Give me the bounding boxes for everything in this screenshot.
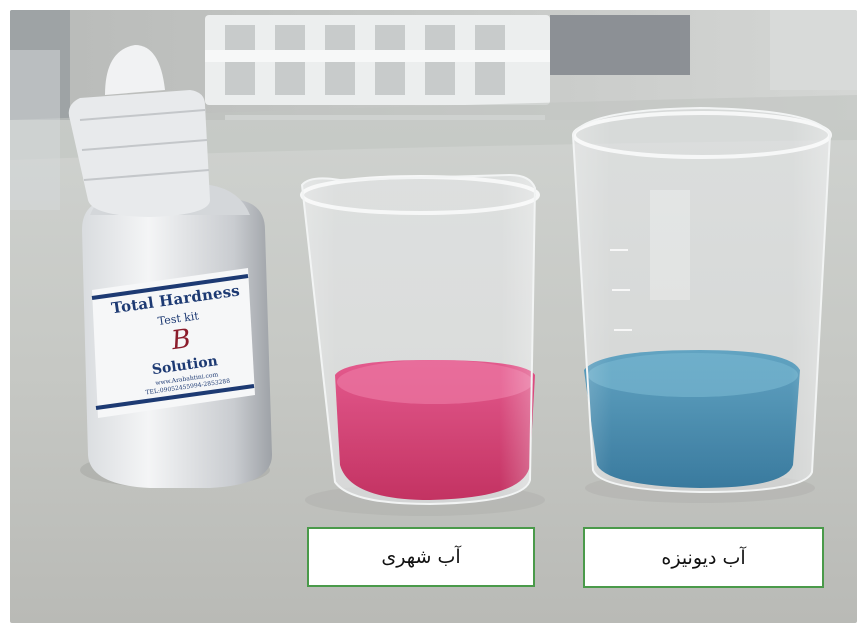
caption-city-water: آب شهری <box>307 527 535 587</box>
tube-rack <box>205 15 550 125</box>
bottle-label: Total Hardness Test kit B Solution www.A… <box>98 268 263 408</box>
reagent-bottle <box>68 45 272 488</box>
beaker-pink <box>300 173 545 516</box>
beaker-blue <box>571 106 832 503</box>
caption-deionized-water: آب دیونیزه <box>583 527 824 588</box>
